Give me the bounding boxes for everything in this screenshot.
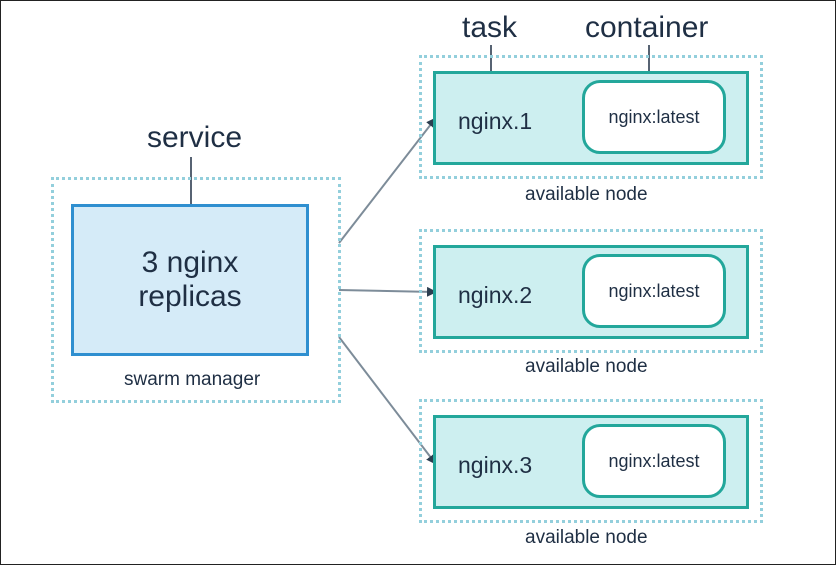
node-2-container-label: nginx:latest [608,280,700,301]
node-1-container-label: nginx:latest [608,106,700,127]
node-1-task-label: nginx.1 [458,108,533,134]
node-3-container-label: nginx:latest [608,450,700,471]
task-label: task [462,11,518,44]
node-1-container-box: nginx:latest [582,80,726,154]
manager-caption: swarm manager [124,369,261,390]
node-2-task-box: nginx.2 nginx:latest [433,245,749,339]
manager-dotted-frame [51,177,341,403]
node-2-caption: available node [525,356,648,377]
node-3-task-label: nginx.3 [458,452,533,478]
node-1-task-box: nginx.1 nginx:latest [433,71,749,165]
node-3-container-box: nginx:latest [582,424,726,498]
node-2-task-label: nginx.2 [458,282,533,308]
container-label: container [585,11,709,44]
service-replicas-line1: 3 nginx [141,246,239,279]
service-box: 3 nginx replicas [71,204,309,356]
node-3-task-box: nginx.3 nginx:latest [433,415,749,509]
node-3-caption: available node [525,527,648,548]
node-1-dotted-frame [419,55,763,179]
service-replicas-line2: replicas [138,280,242,313]
node-3-dotted-frame [419,399,763,523]
node-2-dotted-frame [419,229,763,353]
node-2-container-box: nginx:latest [582,254,726,328]
service-label: service [147,121,243,154]
node-1-caption: available node [525,184,648,205]
